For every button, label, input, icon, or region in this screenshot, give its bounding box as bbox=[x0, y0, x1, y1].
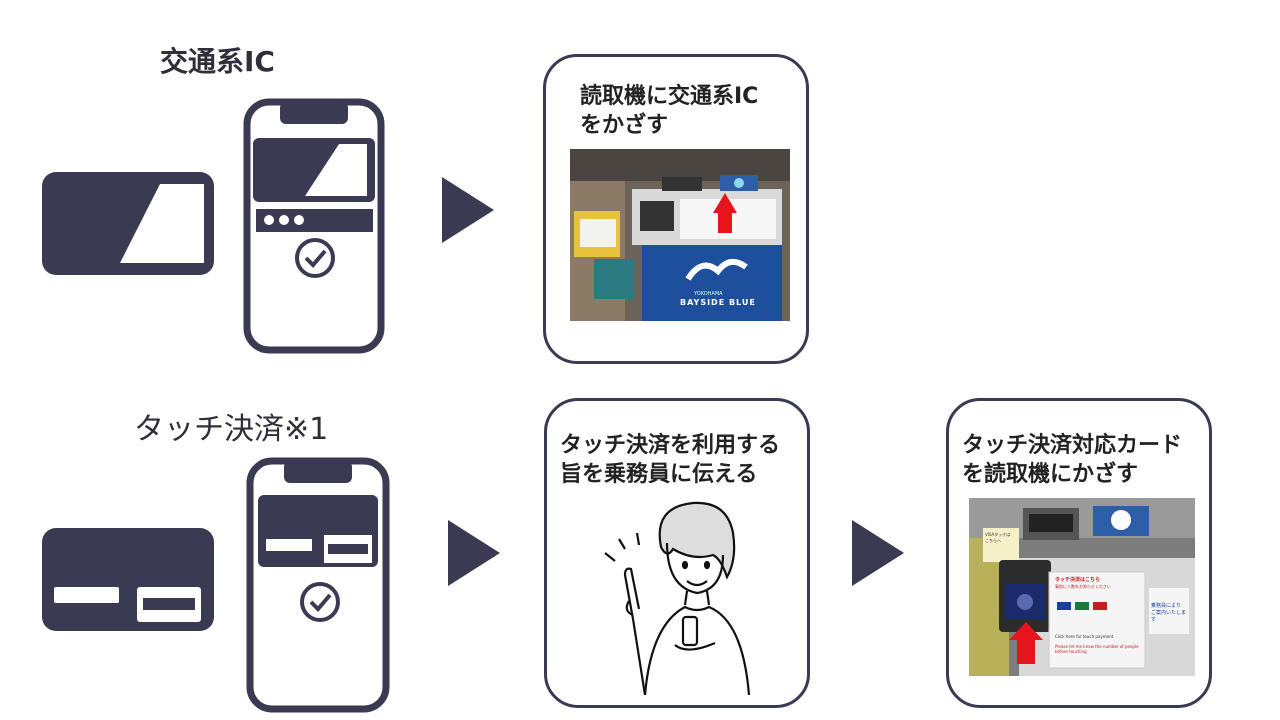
touch-step1-box: タッチ決済を利用する 旨を乗務員に伝える bbox=[544, 398, 810, 708]
touch-section-title: タッチ決済※1 bbox=[134, 412, 329, 447]
touch-arrow-2-icon bbox=[852, 520, 904, 586]
touch-arrow-1-icon bbox=[448, 520, 500, 586]
touch-reader-photo: タッチ決済はこちら 事前に人数をお知らせください Click here for … bbox=[969, 498, 1195, 676]
photo-visa-label: VISAタッチは こちらへ bbox=[985, 532, 1011, 543]
ic-section-title: 交通系IC bbox=[160, 45, 275, 78]
ic-step-text: 読取機に交通系IC をかざす bbox=[580, 84, 759, 138]
ic-phone-icon bbox=[243, 98, 385, 354]
ic-card-icon bbox=[42, 172, 214, 275]
photo-side-sign: 乗務員により ご案内いたします bbox=[1151, 603, 1187, 623]
ic-arrow-icon bbox=[442, 177, 494, 243]
ic-reader-photo: BAYSIDE BLUE YOKOHAMA bbox=[570, 149, 790, 321]
touch-step2-box: タッチ決済対応カード を読取機にかざす タッチ決済はこちら 事前に人数をお知らせ… bbox=[946, 398, 1212, 708]
photo-sign-en: Click here for touch payment. bbox=[1055, 634, 1115, 639]
touch-step2-text: タッチ決済対応カード を読取機にかざす bbox=[962, 433, 1183, 487]
touch-phone-icon bbox=[246, 457, 390, 713]
ic-step-box: 読取機に交通系IC をかざす BAYSIDE BLUE YOKOHAMA bbox=[543, 54, 809, 364]
photo-sign-en2: Please let me know the number of people … bbox=[1055, 644, 1139, 654]
credit-card-icon bbox=[42, 528, 214, 631]
photo-sign-title: タッチ決済はこちら bbox=[1055, 577, 1101, 583]
touch-step1-text: タッチ決済を利用する 旨を乗務員に伝える bbox=[560, 433, 781, 487]
woman-illustration-icon bbox=[575, 495, 775, 696]
photo-brand-text: BAYSIDE BLUE bbox=[680, 298, 756, 307]
photo-brand-small: YOKOHAMA bbox=[694, 291, 723, 297]
photo-sign-line: 事前に人数をお知らせください bbox=[1055, 584, 1111, 589]
